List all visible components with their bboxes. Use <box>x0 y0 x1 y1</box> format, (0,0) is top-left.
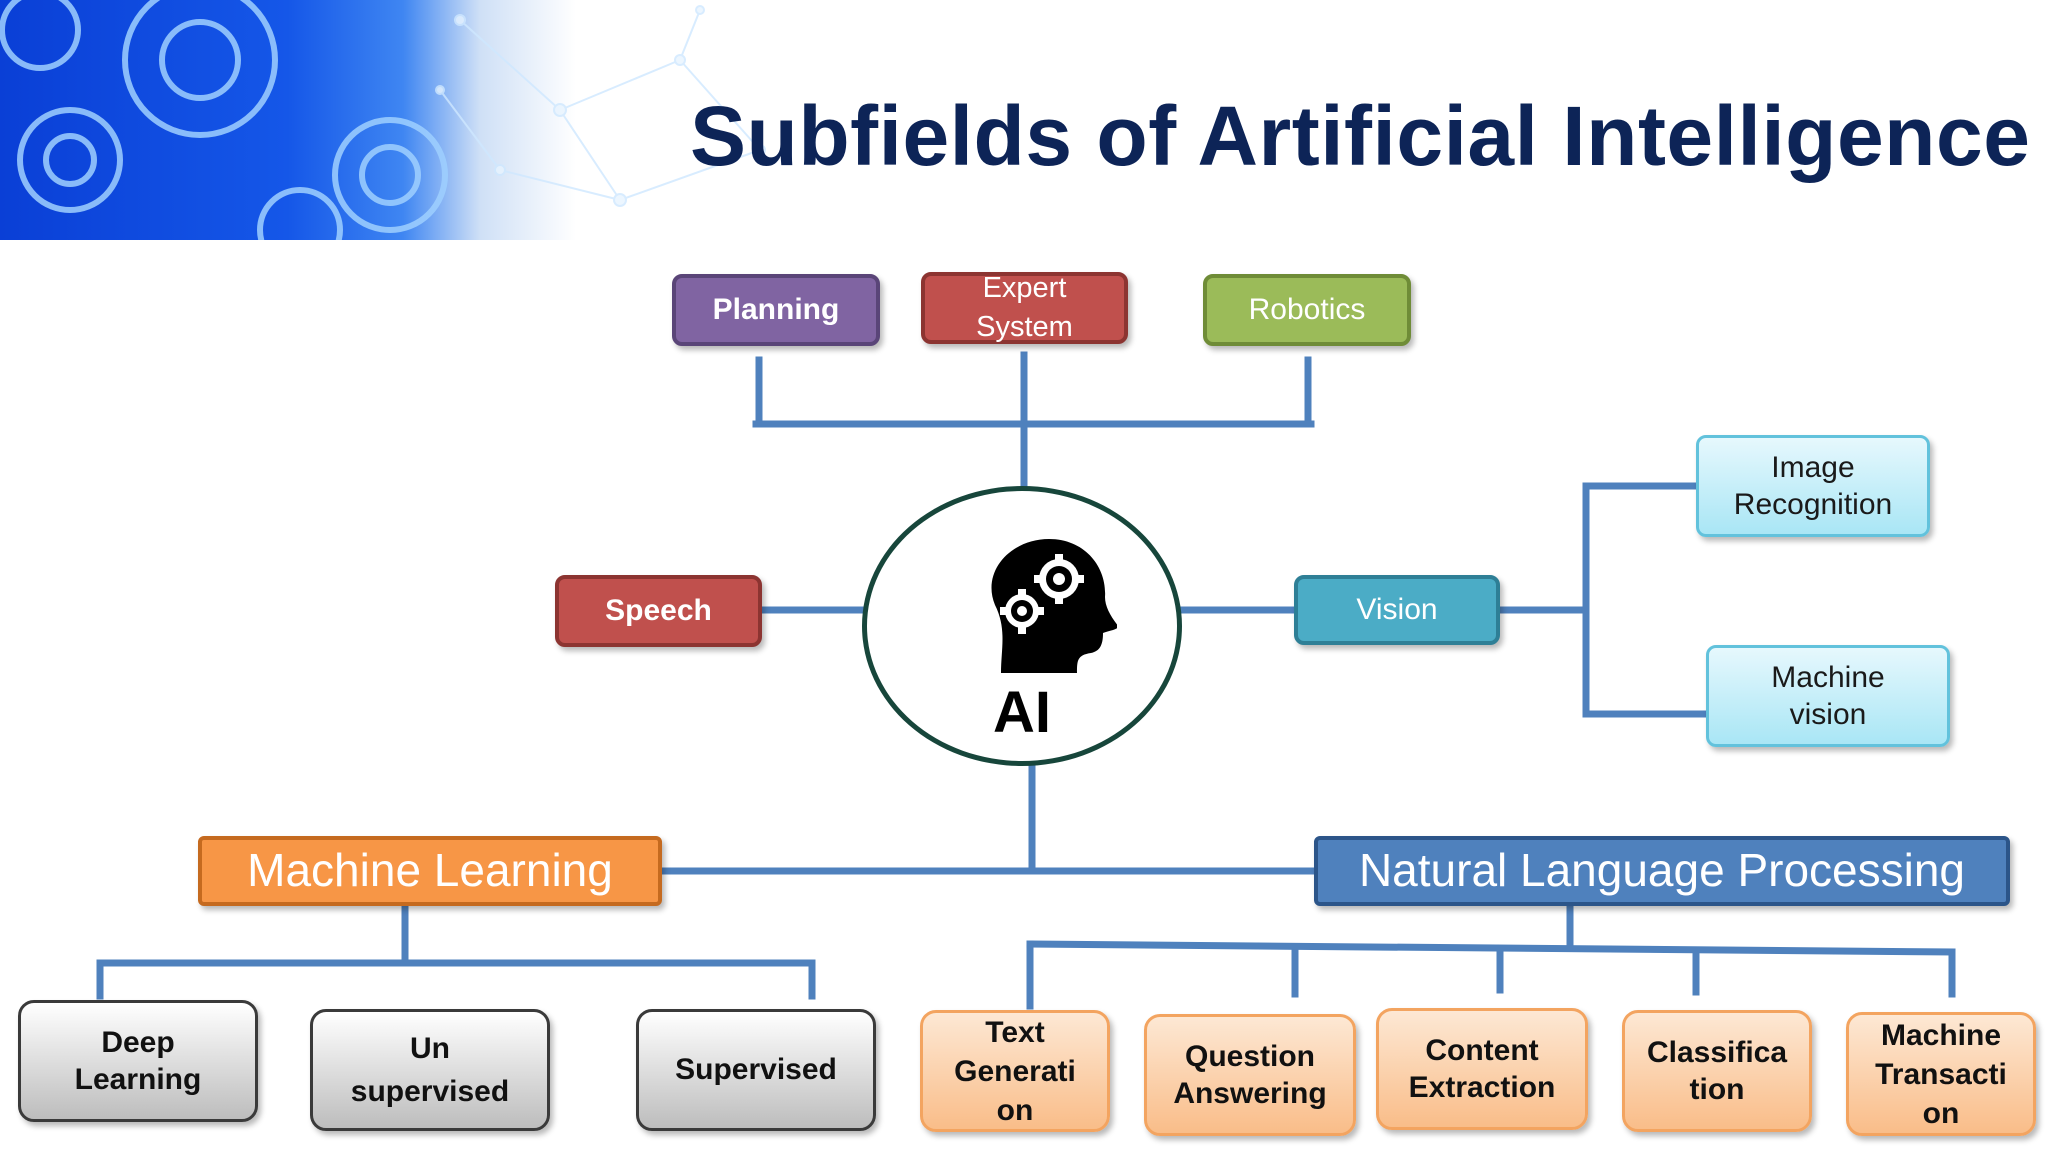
nlp-node: Natural Language Processing <box>1314 836 2010 906</box>
machine-vision-node: Machine vision <box>1706 645 1950 747</box>
machine-learning-node: Machine Learning <box>198 836 662 906</box>
question-answering-node: Question Answering <box>1144 1014 1356 1136</box>
vision-label: Vision <box>1356 593 1438 627</box>
speech-label: Speech <box>605 594 712 628</box>
supervised-node: Supervised <box>636 1009 876 1131</box>
planning-label: Planning <box>712 293 840 327</box>
deep-learning-node: Deep Learning <box>18 1000 258 1122</box>
deep-learning-label: Deep Learning <box>74 1025 202 1097</box>
machine-translation-node: Machine Transacti on <box>1846 1012 2036 1136</box>
expert-system-node: Expert System <box>921 272 1128 344</box>
supervised-label: Supervised <box>675 1053 837 1087</box>
classification-node: Classifica tion <box>1622 1010 1812 1132</box>
speech-node: Speech <box>555 575 762 647</box>
ai-center-node: AI <box>862 486 1182 766</box>
robotics-node: Robotics <box>1203 274 1411 346</box>
classification-label: Classifica tion <box>1646 1035 1788 1107</box>
machine-vision-label: Machine vision <box>1771 660 1885 732</box>
page-title: Subfields of Artificial Intelligence <box>690 89 2031 183</box>
question-answering-label: Question Answering <box>1173 1039 1327 1111</box>
ai-label: AI <box>993 680 1051 745</box>
nlp-label: Natural Language Processing <box>1358 844 1966 897</box>
content-extraction-label: Content Extraction <box>1408 1033 1556 1105</box>
text-generation-label: Text Generati on <box>954 1015 1076 1127</box>
image-recognition-node: Image Recognition <box>1696 435 1930 537</box>
expert-system-label: Expert System <box>976 271 1073 343</box>
planning-node: Planning <box>672 274 880 346</box>
text-generation-node: Text Generati on <box>920 1010 1110 1132</box>
unsupervised-node: Un supervised <box>310 1009 550 1131</box>
robotics-label: Robotics <box>1248 293 1366 327</box>
vision-node: Vision <box>1294 575 1500 645</box>
tech-banner-image <box>0 0 960 240</box>
machine-learning-label: Machine Learning <box>247 844 613 897</box>
machine-translation-label: Machine Transacti on <box>1875 1018 2007 1130</box>
image-recognition-label: Image Recognition <box>1733 450 1893 522</box>
head-gears-icon <box>991 539 1117 673</box>
unsupervised-label: Un supervised <box>350 1031 510 1109</box>
content-extraction-node: Content Extraction <box>1376 1008 1588 1130</box>
